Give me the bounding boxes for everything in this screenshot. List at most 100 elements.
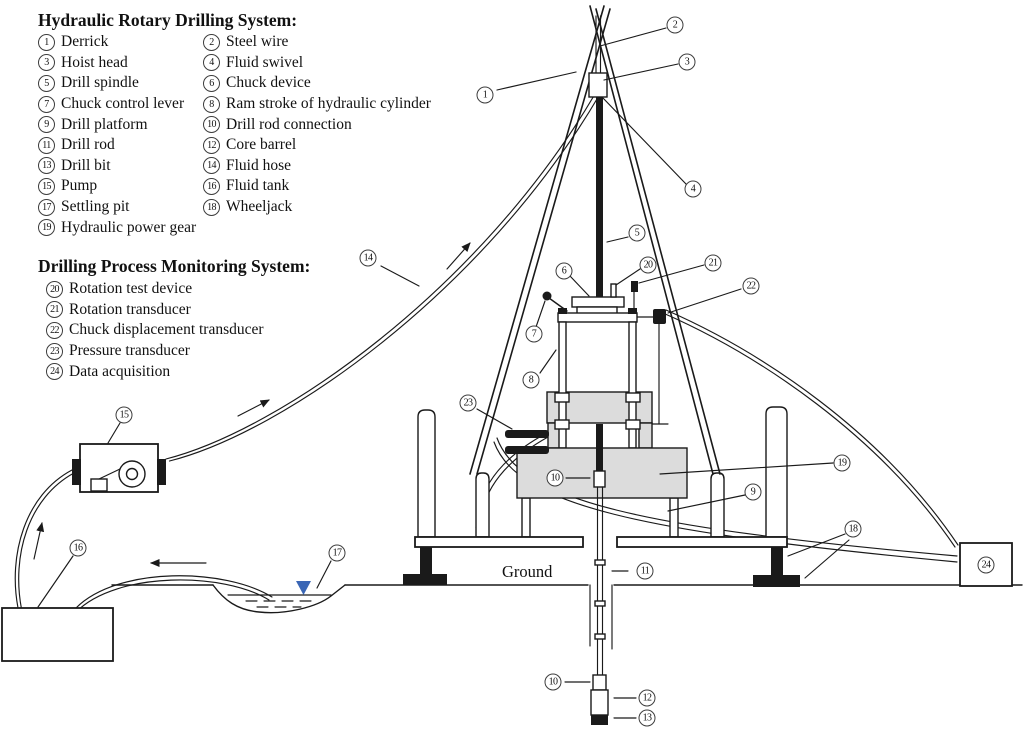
item-number-badge: 12 [203, 136, 220, 154]
callout-label: 14 [359, 249, 377, 267]
item-label: Fluid tank [226, 177, 290, 195]
platform-column [765, 406, 788, 538]
chuck-assembly [542, 281, 669, 425]
frame-crossbar [557, 312, 638, 323]
legend-item: 19 Hydraulic power gear [38, 217, 196, 238]
rotation-transducer [631, 281, 638, 292]
pressure-pipe [505, 430, 549, 438]
wheeljack-right [753, 575, 800, 587]
legend-item: 10 Drill rod connection [203, 114, 431, 135]
callout-label: 12 [638, 689, 656, 707]
item-label: Chuck device [226, 74, 311, 92]
legend-item: 1 Derrick [38, 32, 196, 53]
callout-label: 1 [476, 86, 494, 104]
item-label: Chuck control lever [61, 95, 185, 113]
legend-item: 9 Drill platform [38, 114, 196, 135]
legend-item: 4 Fluid swivel [203, 53, 431, 74]
callout-label: 16 [69, 539, 87, 557]
wheeljack-left [403, 574, 447, 585]
drill-rod-connection [592, 674, 607, 691]
item-number-badge: 4 [203, 54, 220, 72]
legend-item: 5 Drill spindle [38, 73, 196, 94]
callout-label: 3 [678, 53, 696, 71]
callout-label: 7 [525, 325, 543, 343]
item-label: Settling pit [61, 198, 130, 216]
callout-label: 24 [977, 556, 995, 574]
item-number-badge: 19 [38, 219, 55, 237]
item-label: Fluid hose [226, 156, 292, 174]
legend-item: 22 Chuck displacement transducer [46, 320, 264, 341]
callout-label: 22 [742, 277, 760, 295]
item-number-badge: 10 [203, 116, 220, 134]
fluid-hose [165, 93, 600, 462]
rotation-test-device [610, 283, 617, 298]
item-number-badge: 9 [38, 116, 55, 134]
legend-item: 13 Drill bit [38, 156, 196, 177]
item-number-badge: 8 [203, 95, 220, 113]
chuck-displacement-transducer [653, 309, 666, 324]
platform-deck [414, 536, 584, 548]
item-number-badge: 17 [38, 198, 55, 216]
item-label: Pressure transducer [69, 342, 190, 360]
legend-item: 3 Hoist head [38, 53, 196, 74]
chuck-plate [571, 296, 625, 308]
legend-item: 17 Settling pit [38, 197, 196, 218]
pump [72, 443, 166, 493]
item-label: Fluid swivel [226, 53, 304, 71]
item-number-badge: 16 [203, 177, 220, 195]
item-label: Data acquisition [69, 362, 171, 380]
callout-leader-lines [37, 27, 850, 719]
legend-item: 12 Core barrel [203, 135, 431, 156]
item-number-badge: 22 [46, 321, 63, 339]
platform-deck [616, 536, 788, 548]
flow-arrow-icon [33, 522, 45, 560]
platform-column [710, 472, 725, 538]
item-number-badge: 6 [203, 74, 220, 92]
callout-label: 23 [459, 394, 477, 412]
callout-label: 20 [639, 256, 657, 274]
item-number-badge: 3 [38, 54, 55, 72]
item-number-badge: 21 [46, 301, 63, 319]
legend-item: 21 Rotation transducer [46, 300, 264, 321]
legend-item: 23 Pressure transducer [46, 341, 264, 362]
tank-to-pump-hose [14, 469, 75, 610]
item-number-badge: 20 [46, 280, 63, 298]
callout-label: 10 [546, 469, 564, 487]
item-number-badge: 18 [203, 198, 220, 216]
item-label: Chuck displacement transducer [69, 321, 264, 339]
item-label: Rotation test device [69, 280, 193, 298]
callout-label: 2 [666, 16, 684, 34]
item-label: Drill rod [61, 136, 115, 154]
drilling-legend-title: Hydraulic Rotary Drilling System: [38, 10, 298, 30]
item-number-badge: 15 [38, 177, 55, 195]
legend-item: 14 Fluid hose [203, 156, 431, 177]
item-label: Drill spindle [61, 74, 139, 92]
item-number-badge: 13 [38, 157, 55, 175]
callout-label: 8 [522, 371, 540, 389]
hydraulic-power-gear [505, 321, 688, 499]
item-label: Steel wire [226, 33, 289, 51]
fluid-tank [1, 607, 114, 662]
item-number-badge: 11 [38, 136, 55, 154]
callout-label: 15 [115, 406, 133, 424]
core-barrel [590, 689, 609, 716]
item-label: Rotation transducer [69, 300, 191, 318]
callout-label: 10 [544, 673, 562, 691]
wheeljack-left [420, 547, 432, 574]
hoist-head [588, 72, 608, 98]
water-level-icon [296, 581, 311, 595]
item-label: Drill platform [61, 115, 148, 133]
monitoring-legend-col: 20 Rotation test device 21 Rotation tran… [46, 279, 264, 382]
item-number-badge: 14 [203, 157, 220, 175]
platform-column [475, 472, 490, 538]
drilling-legend-col2: 2 Steel wire 4 Fluid swivel 6 Chuck devi… [203, 32, 431, 217]
legend-item: 16 Fluid tank [203, 176, 431, 197]
derrick [469, 5, 721, 475]
settling-pit-basin [212, 584, 346, 614]
legend-item: 11 Drill rod [38, 135, 196, 156]
item-number-badge: 1 [38, 33, 55, 51]
ground-label: Ground [502, 562, 553, 581]
flow-arrow-icon [446, 242, 471, 270]
legend-item: 6 Chuck device [203, 73, 431, 94]
